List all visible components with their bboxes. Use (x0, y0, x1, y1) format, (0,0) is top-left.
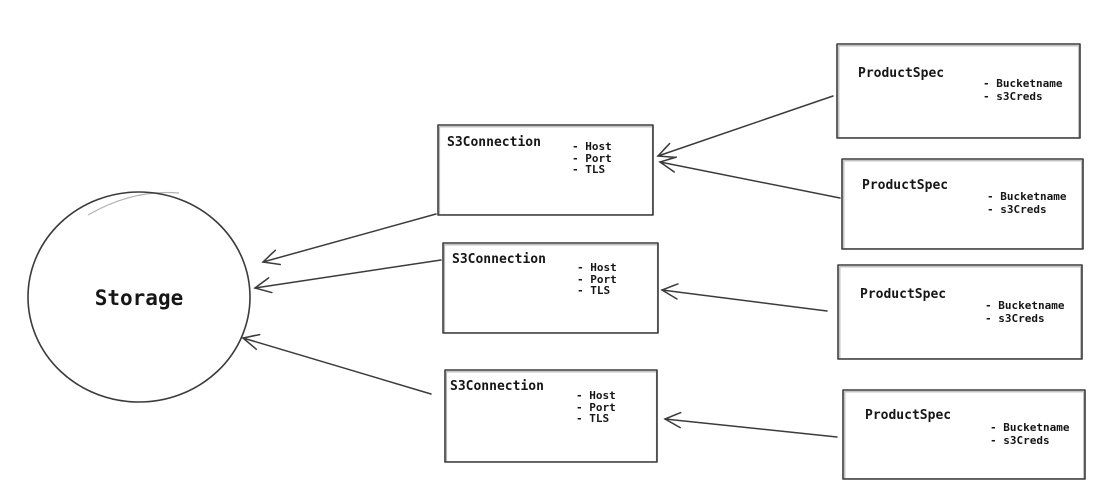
productspec-4-title: ProductSpec (865, 408, 951, 423)
productspec-node-1: ProductSpec - Bucketname - s3Creds (836, 43, 1081, 139)
storage-node: Storage (27, 191, 251, 403)
productspec-1-title: ProductSpec (858, 66, 944, 81)
productspec-2-box-sketch (843, 160, 1083, 250)
productspec-2-attr-bucketname: - Bucketname (987, 190, 1067, 203)
s3connection-3-box[interactable] (444, 369, 658, 463)
storage-circle[interactable] (27, 191, 251, 403)
productspec-3-attr-s3creds: - s3Creds (985, 312, 1045, 325)
arrow-s3connection2-to-storage[interactable] (253, 259, 442, 294)
s3connection-1-box-sketch (438, 126, 654, 216)
s3connection-1-attr-host: - Host (572, 140, 612, 153)
productspec-node-2: ProductSpec - Bucketname - s3Creds (841, 158, 1084, 250)
productspec-2-box[interactable] (841, 158, 1084, 250)
s3connection-3-title: S3Connection (450, 379, 544, 394)
productspec-3-box[interactable] (837, 264, 1083, 360)
s3connection-2-title: S3Connection (452, 252, 546, 267)
arrow-productspec4-to-s3connection3[interactable] (663, 411, 838, 438)
s3connection-1-title: S3Connection (447, 135, 541, 150)
productspec-node-3: ProductSpec - Bucketname - s3Creds (837, 264, 1083, 360)
productspec-1-box[interactable] (836, 43, 1081, 139)
s3connection-node-1: S3Connection - Host - Port - TLS (437, 124, 654, 216)
s3connection-3-box-sketch (445, 371, 658, 463)
productspec-1-box-sketch (838, 45, 1080, 139)
s3connection-node-3: S3Connection - Host - Port - TLS (444, 369, 658, 463)
productspec-4-attr-s3creds: - s3Creds (990, 434, 1050, 447)
arrow-s3connection1-to-storage[interactable] (261, 213, 437, 266)
s3connection-3-attr-host: - Host (576, 389, 616, 402)
productspec-4-box[interactable] (842, 389, 1086, 480)
s3connection-2-box[interactable] (442, 242, 659, 334)
s3connection-2-box-sketch (443, 244, 659, 334)
s3connection-3-attr-tls: - TLS (576, 412, 609, 425)
arrow-productspec1-to-s3connection1[interactable] (656, 95, 834, 159)
productspec-3-box-sketch (839, 266, 1082, 360)
s3connection-1-box[interactable] (437, 124, 654, 216)
productspec-1-attr-bucketname: - Bucketname (983, 77, 1063, 90)
s3connection-1-attr-tls: - TLS (572, 163, 605, 176)
s3connection-node-2: S3Connection - Host - Port - TLS (442, 242, 659, 334)
s3connection-2-attr-port: - Port (577, 273, 617, 286)
productspec-node-4: ProductSpec - Bucketname - s3Creds (842, 389, 1086, 480)
productspec-2-title: ProductSpec (862, 178, 948, 193)
arrow-productspec3-to-s3connection2[interactable] (660, 283, 828, 312)
storage-circle-sketch-stroke (87, 191, 180, 216)
s3connection-1-attr-port: - Port (572, 152, 612, 165)
productspec-4-attr-bucketname: - Bucketname (990, 421, 1070, 434)
productspec-2-attr-s3creds: - s3Creds (987, 203, 1047, 216)
productspec-1-attr-s3creds: - s3Creds (983, 90, 1043, 103)
s3connection-2-attr-tls: - TLS (577, 284, 610, 297)
storage-label: Storage (95, 286, 184, 310)
s3connection-3-attr-port: - Port (576, 401, 616, 414)
arrow-productspec2-to-s3connection1[interactable] (658, 156, 841, 199)
productspec-4-box-sketch (844, 391, 1085, 480)
s3connection-2-attr-host: - Host (577, 261, 617, 274)
arrow-s3connection3-to-storage[interactable] (241, 333, 432, 395)
productspec-3-title: ProductSpec (860, 287, 946, 302)
productspec-3-attr-bucketname: - Bucketname (985, 299, 1065, 312)
